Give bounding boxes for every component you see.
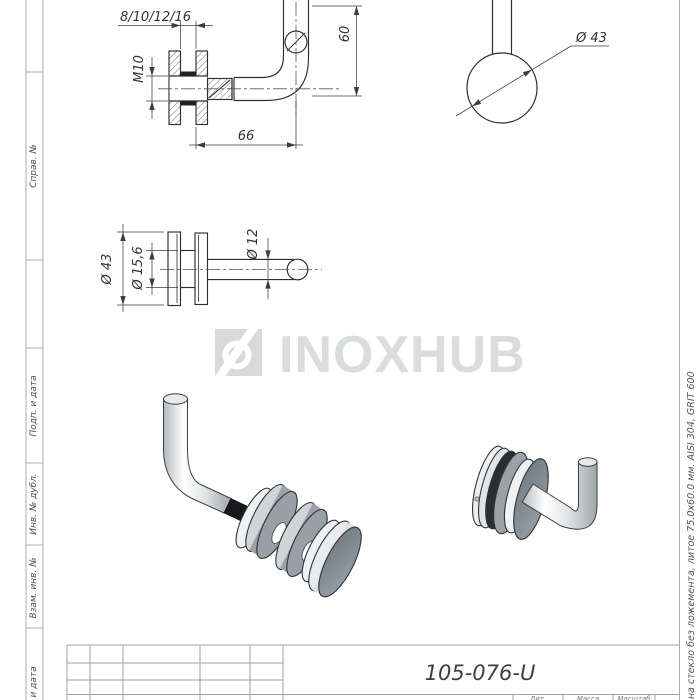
label-podp-i-data-bottom: Подп. и дата [29, 666, 39, 700]
label-masshtab: Масштаб [617, 695, 651, 700]
inoxhub-logo-icon [212, 323, 262, 385]
dim-tube-diameter: Ø 12 [246, 229, 261, 261]
screw-hole [474, 496, 480, 502]
threaded-stub [223, 498, 248, 521]
sheet-frame-lines [25, 0, 680, 700]
side-section-view: 8/10/12/16 M10 66 60 [118, 0, 362, 149]
assembled-tube [521, 461, 598, 530]
label-sprav-no: Справ. № [29, 144, 39, 188]
part-number: 105-076-U [425, 661, 536, 685]
label-inv-no-dubl: Инв. № дубл. [29, 473, 39, 535]
title-block-clipped-labels: Лит. Масса Масштаб [529, 695, 651, 700]
centerlines [158, 2, 340, 114]
end-cap-disc [308, 520, 362, 598]
watermark-text: INOXHUB [279, 326, 526, 384]
dim-height: 60 [338, 26, 353, 43]
dim-glass-thickness: 8/10/12/16 [120, 10, 191, 25]
dim-top-disc-diameter: Ø 43 [100, 254, 115, 286]
label-vzam-inv-no: Взам. инв. № [29, 557, 39, 618]
dim-reach: 66 [238, 129, 255, 144]
dim-thread: M10 [132, 55, 147, 83]
front-view: Ø 43 [455, 0, 609, 124]
exploded-3d-view [163, 393, 362, 598]
label-massa: Масса [577, 695, 599, 700]
sidebar-labels: Справ. № Подп. и дата Инв. № дубл. Взам.… [29, 144, 39, 700]
label-podp-i-data-top: Подп. и дата [29, 375, 39, 436]
side-note-vertical: а на стекло без ложемента, литое 75.0х60… [686, 371, 697, 700]
dim-front-disc-diameter: Ø 43 [575, 31, 607, 46]
top-view: Ø 43 Ø 15,6 Ø 12 [100, 224, 322, 312]
dim-hub-diameter: Ø 15,6 [131, 246, 146, 290]
title-block-grid [66, 644, 680, 700]
inoxhub-watermark: INOXHUB [212, 323, 526, 385]
label-lit: Лит. [529, 695, 546, 700]
assembled-3d-view [472, 445, 598, 540]
exploded-tube [163, 398, 232, 514]
